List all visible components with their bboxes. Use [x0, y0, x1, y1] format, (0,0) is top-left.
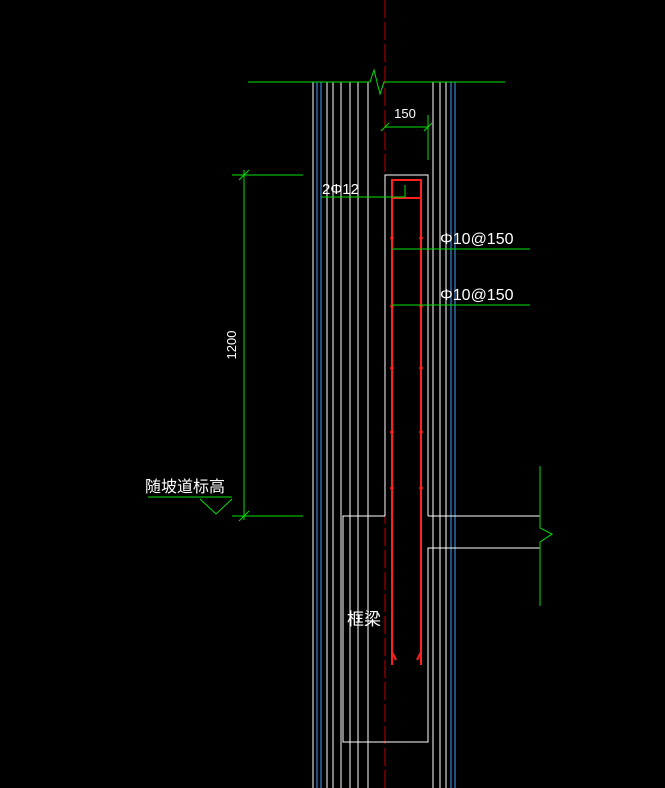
- dimension-height: [232, 169, 303, 522]
- wall-hatch-lines-left: [312, 82, 369, 788]
- dimension-width: [380, 115, 433, 160]
- rebar-hook-left: [391, 651, 397, 661]
- dimension-width-label: 150: [394, 106, 416, 121]
- elevation-label: 随坡道标高: [145, 478, 225, 496]
- dimension-height-label: 1200: [224, 331, 239, 360]
- rebar-left-leg: [391, 179, 422, 665]
- top-bar-leader: [321, 185, 406, 198]
- frame-beam-outline: [342, 515, 540, 743]
- rebar-dots: [390, 236, 423, 490]
- parapet-outline: [384, 174, 429, 516]
- slab-break-line: [539, 466, 553, 606]
- beam-label: 框梁: [347, 610, 381, 629]
- top-bar-label: 2Φ12: [322, 181, 359, 198]
- elevation-mark: [148, 496, 233, 515]
- rebar-cage: [391, 179, 422, 665]
- wall-hatch-lines-right: [432, 82, 456, 788]
- stirrup-label-2: Φ10@150: [440, 287, 514, 304]
- rebar-top-bar: [391, 179, 422, 199]
- rebar-hook-right: [416, 651, 422, 661]
- top-break-line: [248, 68, 505, 96]
- stirrup-label-1: Φ10@150: [440, 231, 514, 248]
